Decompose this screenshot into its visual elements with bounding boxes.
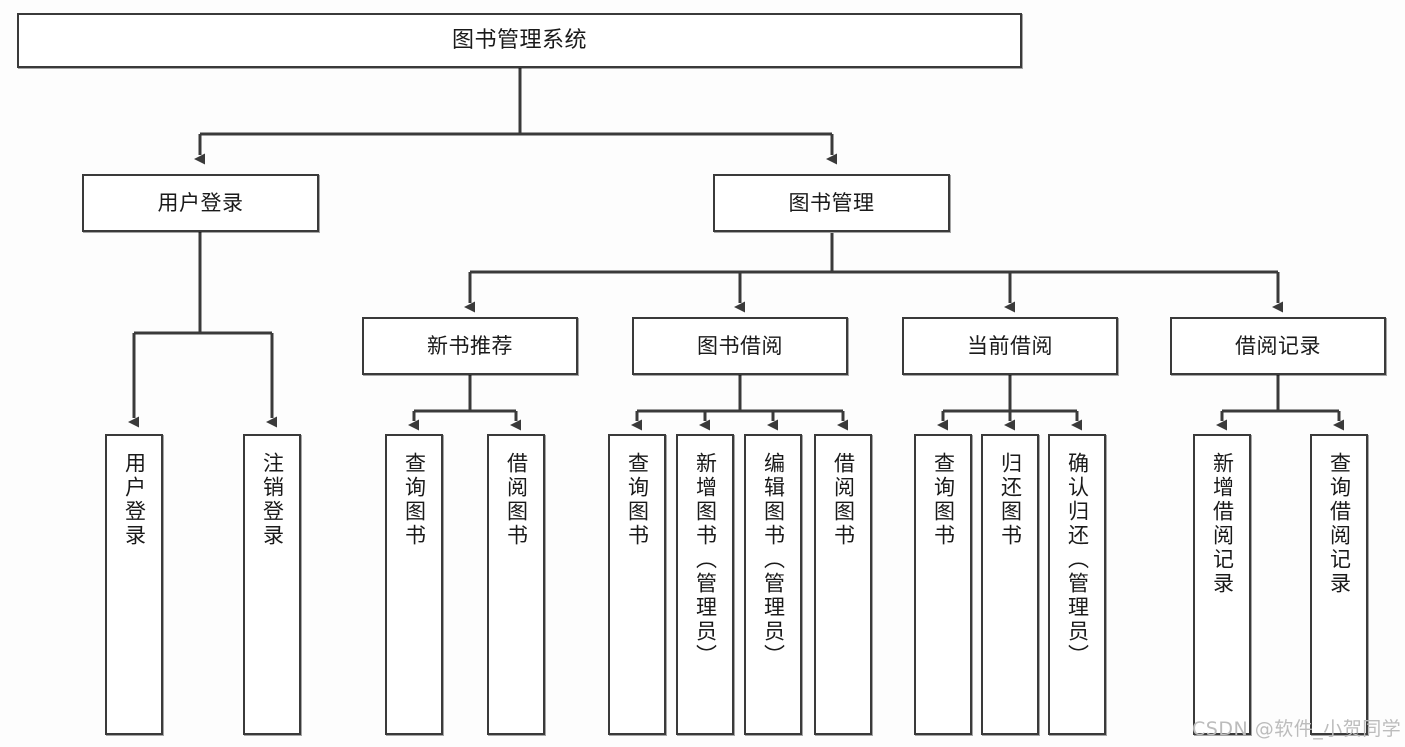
node-leaf-query-book-recommend[interactable]: 查询图书: [385, 434, 443, 735]
node-label: 当前借阅: [967, 333, 1053, 358]
node-borrowing-record[interactable]: 借阅记录: [1170, 317, 1386, 375]
node-label: 新增借阅记录: [1210, 452, 1235, 596]
node-new-book-recommendation[interactable]: 新书推荐: [362, 317, 578, 375]
node-leaf-query-borrow-record[interactable]: 查询借阅记录: [1310, 434, 1368, 735]
csdn-watermark: CSDN @软件_小贺同学: [1192, 718, 1402, 740]
node-label: 借阅图书: [831, 452, 856, 548]
node-label: 图书借阅: [697, 333, 783, 358]
node-label: 编辑图书（管理员）: [761, 452, 786, 668]
node-label: 确认归还（管理员）: [1065, 452, 1090, 668]
node-label: 查询图书: [402, 452, 427, 548]
node-label: 用户登录: [157, 190, 244, 215]
node-book-borrowing[interactable]: 图书借阅: [632, 317, 848, 375]
node-label: 图书管理: [788, 190, 875, 215]
node-user-login[interactable]: 用户登录: [82, 174, 319, 232]
node-leaf-user-login[interactable]: 用户登录: [105, 434, 163, 735]
node-leaf-add-book[interactable]: 新增图书（管理员）: [676, 434, 734, 735]
node-label: 用户登录: [122, 452, 147, 548]
node-label: 归还图书: [998, 452, 1023, 548]
node-leaf-borrow-book-recommend[interactable]: 借阅图书: [487, 434, 545, 735]
node-leaf-return-book[interactable]: 归还图书: [981, 434, 1039, 735]
node-label: 图书管理系统: [451, 27, 587, 53]
node-leaf-query-book-current[interactable]: 查询图书: [914, 434, 972, 735]
node-label: 新增图书（管理员）: [693, 452, 718, 668]
node-current-borrowing[interactable]: 当前借阅: [902, 317, 1118, 375]
node-label: 借阅图书: [504, 452, 529, 548]
node-label: 查询图书: [625, 452, 650, 548]
node-book-management[interactable]: 图书管理: [713, 174, 950, 232]
node-leaf-edit-book[interactable]: 编辑图书（管理员）: [744, 434, 802, 735]
node-label: 注销登录: [260, 452, 285, 548]
node-label: 新书推荐: [427, 333, 513, 358]
node-label: 借阅记录: [1235, 333, 1321, 358]
node-label: 查询借阅记录: [1327, 452, 1352, 596]
node-leaf-query-book-borrow[interactable]: 查询图书: [608, 434, 666, 735]
node-leaf-confirm-return[interactable]: 确认归还（管理员）: [1048, 434, 1106, 735]
node-leaf-borrow-book[interactable]: 借阅图书: [814, 434, 872, 735]
node-label: 查询图书: [931, 452, 956, 548]
node-leaf-logout[interactable]: 注销登录: [243, 434, 301, 735]
node-root-book-management-system[interactable]: 图书管理系统: [17, 13, 1022, 68]
node-leaf-add-borrow-record[interactable]: 新增借阅记录: [1193, 434, 1251, 735]
